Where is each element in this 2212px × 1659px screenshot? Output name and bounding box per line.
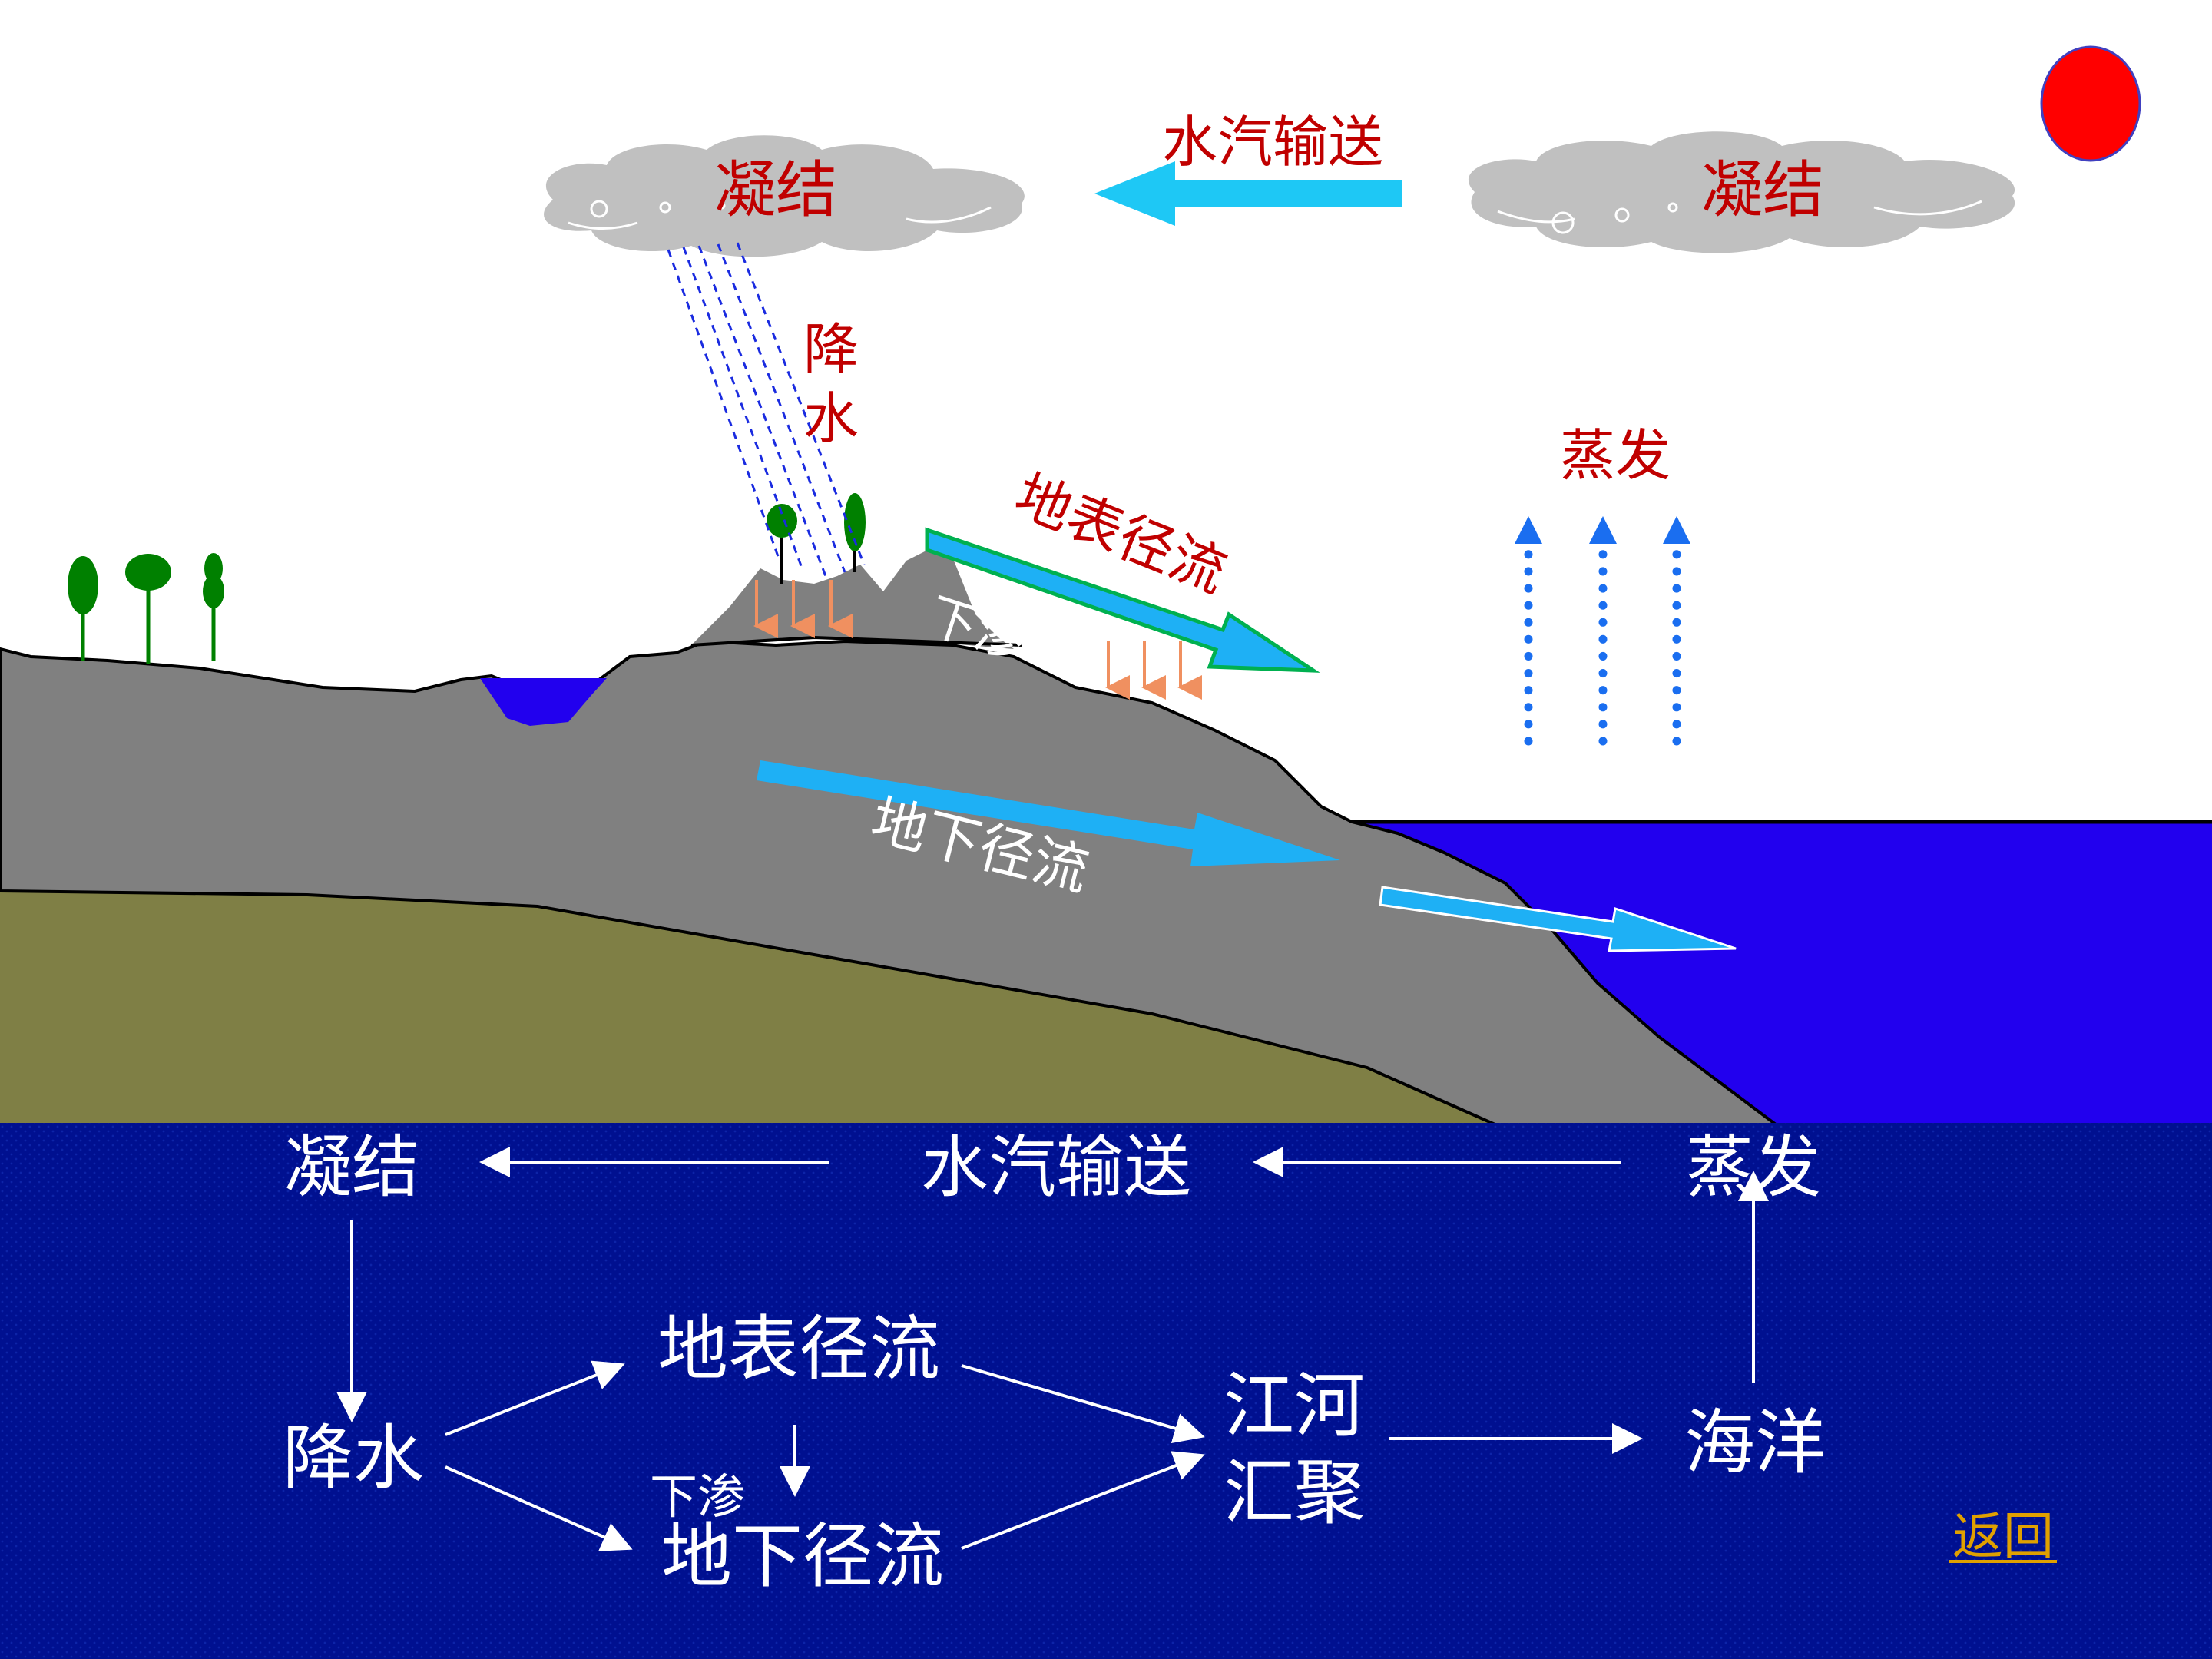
precipitation-label-char-1: 降 bbox=[803, 317, 859, 382]
tree-icon bbox=[125, 554, 171, 591]
node-precipitation: 降水 bbox=[283, 1417, 424, 1499]
arrow-surface-to-river bbox=[961, 1364, 1205, 1444]
evaporation-arrows bbox=[1515, 516, 1690, 746]
evaporation-label: 蒸发 bbox=[1560, 423, 1671, 488]
surface-runoff-arrow bbox=[925, 527, 1320, 673]
tree-icon bbox=[767, 504, 797, 538]
node-evaporation: 蒸发 bbox=[1686, 1128, 1821, 1207]
cloud-right-label: 凝结 bbox=[1701, 154, 1824, 226]
infiltration-arrows-mountain bbox=[753, 580, 853, 638]
node-condensation: 凝结 bbox=[284, 1128, 419, 1207]
arrow-precipitation-to-surface bbox=[445, 1360, 625, 1436]
flowchart-background bbox=[0, 1123, 2212, 1659]
node-infiltration: 下渗 bbox=[650, 1469, 745, 1525]
up-arrow-icon bbox=[1589, 516, 1617, 544]
return-link-label[interactable]: 返回 bbox=[1952, 1507, 2054, 1566]
tree-icon bbox=[844, 493, 866, 551]
illustration: 凝结 凝结 水汽输送 降 水 蒸发 地表径流 下渗 地下径流 bbox=[0, 45, 2212, 1131]
lake bbox=[480, 678, 607, 726]
precipitation-label-char-2: 水 bbox=[803, 386, 859, 451]
groundwater-runoff-arrow bbox=[757, 760, 1340, 866]
tree-icon bbox=[68, 556, 98, 614]
flowchart-panel: 凝结 水汽输送 蒸发 降水 地表径流 下渗 地下径流 江河 汇聚 海洋 返回 bbox=[0, 1123, 2212, 1659]
tree-icon bbox=[204, 553, 223, 584]
return-link[interactable]: 返回 bbox=[1949, 1507, 2057, 1566]
node-surface-runoff: 地表径流 bbox=[657, 1308, 940, 1390]
flow-arrows bbox=[336, 1147, 1769, 1551]
cloud-icon bbox=[544, 135, 1025, 257]
node-river-line-1: 江河 bbox=[1224, 1365, 1365, 1447]
arrow-precipitation-to-groundwater bbox=[445, 1465, 633, 1551]
vapor-transport-label: 水汽输送 bbox=[1162, 110, 1383, 174]
sun-icon bbox=[2040, 45, 2141, 162]
up-arrow-icon bbox=[1515, 516, 1542, 544]
cloud-right bbox=[1468, 131, 2015, 253]
cloud-icon bbox=[1468, 131, 2015, 253]
vapor-transport-arrow bbox=[1094, 161, 1402, 226]
node-groundwater-runoff: 地下径流 bbox=[661, 1515, 944, 1598]
land-mass bbox=[0, 639, 1786, 1131]
trees-left bbox=[68, 553, 224, 664]
node-ocean: 海洋 bbox=[1684, 1402, 1826, 1484]
arrow-groundwater-to-river bbox=[961, 1451, 1205, 1550]
rain-streaks bbox=[667, 242, 866, 577]
groundwater-outflow-arrow bbox=[1379, 886, 1737, 952]
infiltration-arrows-slope bbox=[1105, 641, 1202, 700]
trees-mountain bbox=[767, 493, 866, 584]
up-arrow-icon bbox=[1663, 516, 1690, 544]
cloud-left-label: 凝结 bbox=[714, 154, 837, 226]
node-vapor-transport: 水汽输送 bbox=[921, 1128, 1191, 1207]
cloud-left bbox=[544, 135, 1025, 257]
node-river-line-2: 汇聚 bbox=[1224, 1452, 1365, 1534]
soil-layer bbox=[0, 891, 1505, 1129]
